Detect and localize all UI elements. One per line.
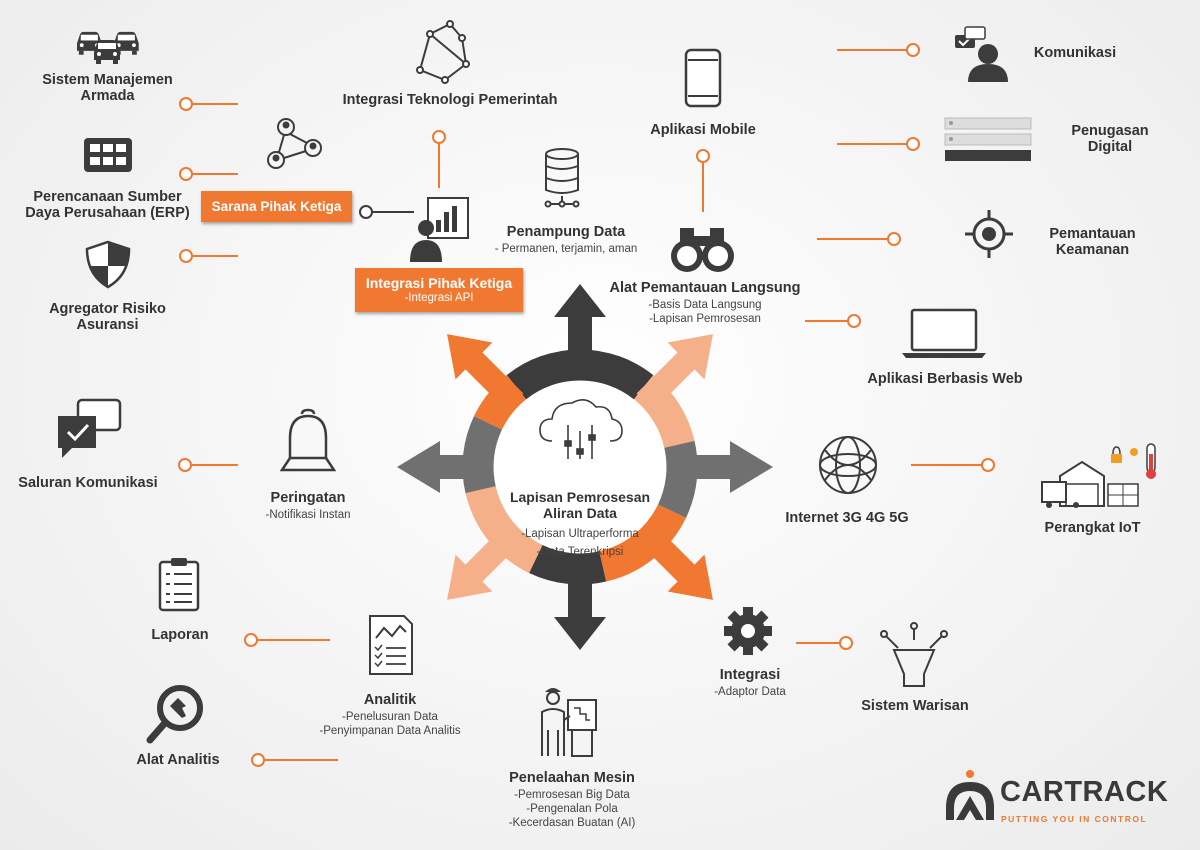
brand-tagline: PUTTING YOU IN CONTROL [1001,814,1148,824]
label-aplikasi-web: Aplikasi Berbasis Web [867,371,1023,387]
label-teknologi-pemerintah: Integrasi Teknologi Pemerintah [342,92,558,108]
presenter-chart-icon [410,197,469,262]
database-icon [544,148,580,208]
network-people-icon [267,118,322,169]
label-saluran: Saluran Komunikasi [18,475,158,491]
center-line-2: -Data Terenkripsi [536,546,624,558]
arrow-s [554,559,606,650]
arrow-se [636,523,713,600]
label-alat-analitis: Alat Analitis [136,752,220,768]
label-penugasan: Penugasan Digital [1071,123,1149,155]
label-integrasi: Integrasi -Adaptor Data [714,667,786,698]
funnel-icon [880,622,948,687]
center-label: Lapisan Pemrosesan Aliran Data -Lapisan … [494,489,666,559]
mobile-phone-icon [684,48,722,108]
cartrack-logo: CARTRACK PUTTING YOU IN CONTROL [942,768,1172,828]
gear-icon [724,607,772,655]
cartrack-logo-mark [946,770,994,820]
integrasi-pihak-ketiga-box: Integrasi Pihak Ketiga -Integrasi API [355,268,523,312]
sarana-pihak-ketiga-box: Sarana Pihak Ketiga [201,191,352,222]
label-agregator: Agregator Risiko Asuransi [49,301,166,333]
globe-icon [819,436,877,494]
arrow-w [397,441,488,493]
label-sistem-armada: Sistem Manajemen Armada [42,72,173,104]
label-alat-pemantauan: Alat Pemantauan Langsung -Basis Data Lan… [609,280,801,325]
label-internet: Internet 3G 4G 5G [785,510,909,526]
label-penelaahan-mesin: Penelaahan Mesin -Pemrosesan Big Data -P… [508,770,636,829]
label-komunikasi: Komunikasi [1033,45,1117,61]
engineer-machine-icon [541,688,597,757]
grid-panel-icon [84,138,132,172]
center-line-1: -Lapisan Ultraperforma [521,528,639,540]
label-iot: Perangkat IoT [1044,520,1141,536]
cloud-sliders-icon [539,399,623,459]
arrow-ne [636,334,713,411]
center-title: Lapisan Pemrosesan Aliran Data [509,489,651,521]
label-aplikasi-mobile: Aplikasi Mobile [650,122,756,138]
arrow-n [554,284,606,375]
arrow-nw [447,334,524,411]
login-form-icon [944,117,1032,161]
label-penampung-data: Penampung Data - Permanen, terjamin, ama… [494,224,638,255]
person-chat-icon [955,26,1008,82]
laptop-icon [902,308,986,358]
report-chart-icon [369,615,413,675]
brand-name: CARTRACK [1000,776,1169,808]
cars-icon [77,31,139,64]
shield-icon [85,240,131,289]
iot-warehouse-icon [1041,443,1156,508]
label-erp: Perencanaan Sumber Daya Perusahaan (ERP) [25,189,190,221]
central-ring [397,284,773,650]
label-analitik: Analitik -Penelusuran Data -Penyimpanan … [319,692,461,737]
label-laporan: Laporan [151,627,209,643]
target-icon [965,210,1013,258]
chat-bubbles-icon [58,398,122,458]
constellation-icon [416,20,470,84]
arrow-sw [447,523,524,600]
label-peringatan: Peringatan -Notifikasi Instan [265,490,351,521]
clipboard-icon [158,558,200,612]
magnifier-wrench-icon [146,685,203,744]
label-sistem-warisan: Sistem Warisan [861,698,969,714]
arrow-e [672,441,773,493]
connector-lines [178,43,995,767]
label-keamanan: Pemantauan Keamanan [1049,226,1136,258]
bell-icon [279,408,337,472]
binoculars-icon [671,228,734,272]
